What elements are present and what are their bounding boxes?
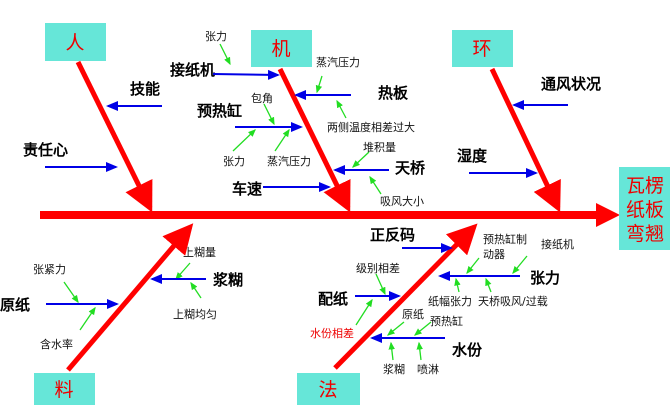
- cause-base-paper: 原纸: [0, 296, 30, 314]
- arrow-green: [315, 75, 323, 94]
- cause-bridge: 天桥: [395, 159, 426, 177]
- effect-line-2: 纸板: [626, 199, 664, 221]
- arrow-green: [512, 255, 528, 275]
- category-label: 人: [65, 32, 84, 54]
- subcause-glue-amount: 上糊量: [183, 245, 216, 259]
- bone-machine: [277, 67, 351, 213]
- arrow-green: [466, 257, 480, 275]
- effect-line-1: 瓦楞: [626, 175, 664, 197]
- cause-hotplate: 热板: [378, 84, 409, 102]
- subcause-suction: 吸风大小: [380, 194, 424, 208]
- arrow-green: [413, 321, 432, 336]
- category-people: 人: [45, 23, 106, 61]
- category-label: 法: [318, 379, 337, 401]
- arrow-green: [485, 277, 492, 293]
- cause-responsibility: 责任心: [23, 141, 68, 159]
- bone-environment: [489, 67, 561, 213]
- subcause-moisture-preheater: 预热缸: [430, 314, 463, 328]
- arrow-green: [386, 321, 405, 336]
- subcause-brake-line2: 动器: [483, 248, 505, 261]
- subcause-brake-line1: 预热缸制: [483, 232, 527, 246]
- subcause-accumulation: 堆积量: [363, 141, 396, 154]
- subcause-tightness: 张紧力: [33, 263, 66, 276]
- subcause-tension-splicer: 接纸机: [541, 237, 574, 251]
- category-environment: 环: [452, 30, 513, 67]
- arrow-green: [232, 129, 256, 152]
- subcause-moisture-paper: 原纸: [402, 308, 424, 321]
- bone-material: [66, 223, 194, 372]
- arrow-green: [454, 277, 461, 293]
- subcause-grade-diff: 级别相差: [356, 261, 400, 275]
- category-machine: 机: [251, 30, 312, 67]
- effect-box: 瓦楞 纸板 弯翘: [619, 167, 670, 250]
- arrow-green: [352, 151, 370, 168]
- arrow-green: [219, 43, 231, 66]
- arrow-green: [274, 128, 290, 152]
- subcause-preheater-steam: 蒸汽压力: [267, 154, 311, 168]
- cause-speed: 车速: [232, 180, 262, 198]
- category-method: 法: [297, 373, 360, 405]
- arrow-green: [79, 306, 96, 331]
- subcause-moisture-diff: 水份相差: [310, 326, 354, 340]
- subcause-bridge-suction: 天桥吸风/过载: [478, 295, 548, 308]
- arrow-green: [63, 281, 79, 304]
- cause-paper-match: 配纸: [318, 290, 348, 308]
- arrow-green: [190, 281, 202, 299]
- cause-glue: 浆糊: [213, 271, 243, 289]
- cause-humidity: 湿度: [457, 147, 488, 165]
- category-material: 料: [34, 373, 95, 405]
- subcause-glue-even: 上糊均匀: [173, 307, 217, 321]
- cause-moisture: 水份: [452, 341, 483, 359]
- category-label: 环: [472, 38, 491, 60]
- cause-preheater: 预热缸: [197, 102, 242, 120]
- bone-people: [75, 60, 153, 213]
- cause-tension: 张力: [530, 269, 560, 287]
- arrow-green: [369, 175, 382, 195]
- category-label: 机: [271, 38, 290, 60]
- subcause-moisture-content: 含水率: [40, 337, 73, 351]
- spine-arrowhead: [596, 203, 620, 227]
- subcause-wrap-angle: 包角: [251, 92, 273, 105]
- subcause-preheater-tension: 张力: [223, 155, 245, 168]
- arrow-green: [355, 298, 373, 326]
- subcause-hotplate-steam: 蒸汽压力: [316, 55, 360, 69]
- cause-front-back: 正反码: [370, 226, 415, 244]
- subcause-web-tension: 纸幅张力: [428, 295, 472, 308]
- category-label: 料: [54, 379, 73, 401]
- arrow-splicer: [212, 69, 280, 80]
- arrow-green: [375, 273, 386, 296]
- arrow-green: [263, 103, 275, 126]
- subcause-moisture-glue: 浆糊: [383, 362, 405, 376]
- cause-splicer: 接纸机: [170, 61, 215, 79]
- subcause-splicer-tension: 张力: [205, 30, 227, 43]
- subcause-spray: 喷淋: [417, 363, 439, 376]
- arrow-green: [416, 341, 423, 361]
- arrow-green: [388, 341, 395, 361]
- arrow-green: [336, 99, 347, 119]
- subcause-temp-diff: 两侧温度相差过大: [327, 120, 415, 134]
- effect-line-3: 弯翘: [626, 223, 664, 245]
- cause-skill: 技能: [130, 80, 160, 98]
- arrow-green: [175, 262, 191, 280]
- cause-ventilation: 通风状况: [541, 75, 601, 93]
